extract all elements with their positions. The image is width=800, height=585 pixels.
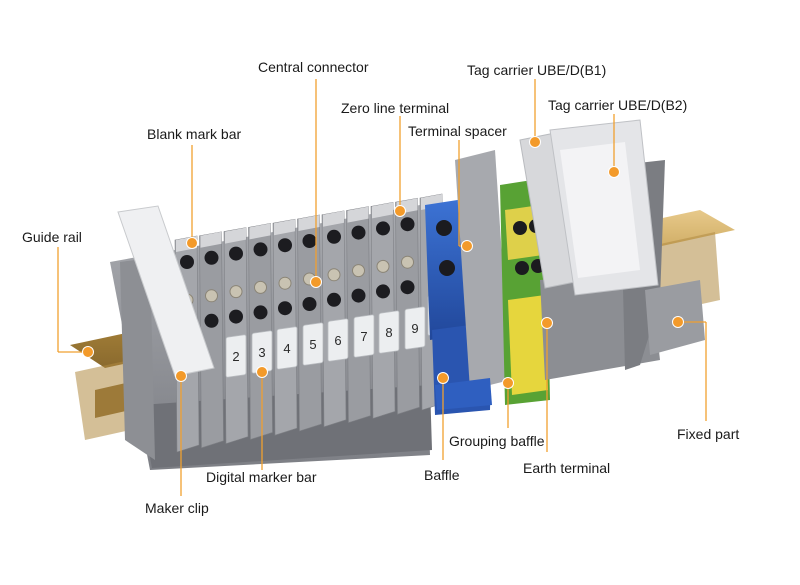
leader-dot	[394, 205, 406, 217]
marker-tag: 2	[225, 334, 247, 378]
leader-dot	[310, 276, 322, 288]
label-blank-mark-bar: Blank mark bar	[147, 126, 242, 142]
terminal-screw	[351, 225, 366, 240]
label-fixed-part: Fixed part	[677, 426, 740, 442]
label-maker-clip: Maker clip	[145, 500, 209, 516]
central-connector-pin	[254, 280, 267, 294]
marker-number: 3	[258, 345, 265, 360]
terminal-screw	[376, 284, 390, 299]
leader-dot	[672, 316, 684, 328]
marker-number: 9	[411, 321, 418, 336]
label-central-connector: Central connector	[258, 59, 369, 75]
central-connector-pin	[327, 268, 341, 282]
terminal-screw	[400, 217, 415, 232]
central-connector-pin	[376, 259, 390, 273]
terminal-screw	[229, 309, 243, 324]
tag-carrier-b2	[549, 119, 659, 296]
terminal-slice	[321, 210, 347, 428]
baffle	[435, 378, 492, 410]
central-connector-pin	[278, 276, 292, 290]
terminal-screw	[253, 242, 268, 257]
leader-dot	[437, 372, 449, 384]
terminal-screw	[302, 234, 317, 248]
leader-dot	[256, 366, 268, 378]
terminal-slice	[395, 197, 420, 415]
leader-dot	[541, 317, 553, 329]
terminal-screw	[400, 280, 415, 295]
terminal-slice	[199, 231, 224, 449]
terminal-screw	[180, 255, 194, 269]
label-zero-line-terminal: Zero line terminal	[341, 100, 450, 116]
blank-mark-bar	[117, 205, 215, 377]
leader-dot	[502, 377, 514, 389]
marker-tag: 7	[353, 314, 375, 358]
label-digital-marker-bar: Digital marker bar	[206, 469, 317, 485]
central-connector-pin	[205, 289, 218, 303]
central-connector-pin	[352, 264, 365, 278]
leader-dot	[82, 346, 94, 358]
marker-number: 5	[309, 337, 316, 352]
central-connector	[180, 217, 415, 332]
marker-number: 4	[283, 341, 290, 356]
leader-dot	[608, 166, 620, 178]
leader-dot	[461, 240, 473, 252]
leader-dot	[186, 237, 198, 249]
terminal-screw	[327, 292, 341, 307]
marker-number: 7	[360, 329, 367, 344]
leader-lines	[57, 79, 707, 496]
central-connector-pin	[229, 285, 243, 299]
marker-number: 2	[232, 349, 239, 364]
terminal-slice	[248, 223, 273, 440]
label-terminal-spacer: Terminal spacer	[408, 123, 507, 139]
marker-tag: 4	[276, 326, 298, 370]
terminal-screw	[376, 221, 390, 236]
marker-tag: 5	[302, 322, 324, 366]
terminal-slice	[272, 218, 298, 436]
terminal-spacer-plate	[455, 150, 510, 390]
terminal-screw	[302, 297, 317, 311]
central-connector-pin	[401, 255, 414, 269]
terminal-slice	[346, 206, 371, 424]
terminal-screw	[229, 246, 243, 261]
label-tag-carrier-b1: Tag carrier UBE/D(B1)	[467, 62, 607, 78]
label-baffle: Baffle	[424, 467, 460, 483]
terminal-screw	[278, 301, 292, 316]
leader-dot	[175, 370, 187, 382]
marker-number: 6	[334, 333, 341, 348]
marker-tag: 9	[404, 306, 426, 350]
label-earth-terminal: Earth terminal	[523, 460, 611, 476]
label-grouping-baffle: Grouping baffle	[449, 433, 545, 449]
terminal-screw	[204, 313, 219, 328]
terminal-screw	[351, 288, 366, 303]
marker-tag: 8	[378, 310, 400, 354]
terminal-screw	[327, 229, 341, 244]
marker-tag: 6	[327, 318, 349, 362]
terminal-screw	[278, 238, 292, 253]
label-tag-carrier-b2: Tag carrier UBE/D(B2)	[548, 97, 688, 113]
leader-dot	[529, 136, 541, 148]
terminal-screw	[253, 305, 268, 320]
label-guide-rail: Guide rail	[22, 229, 82, 245]
terminal-screw	[204, 250, 219, 265]
marker-number: 8	[385, 325, 392, 340]
